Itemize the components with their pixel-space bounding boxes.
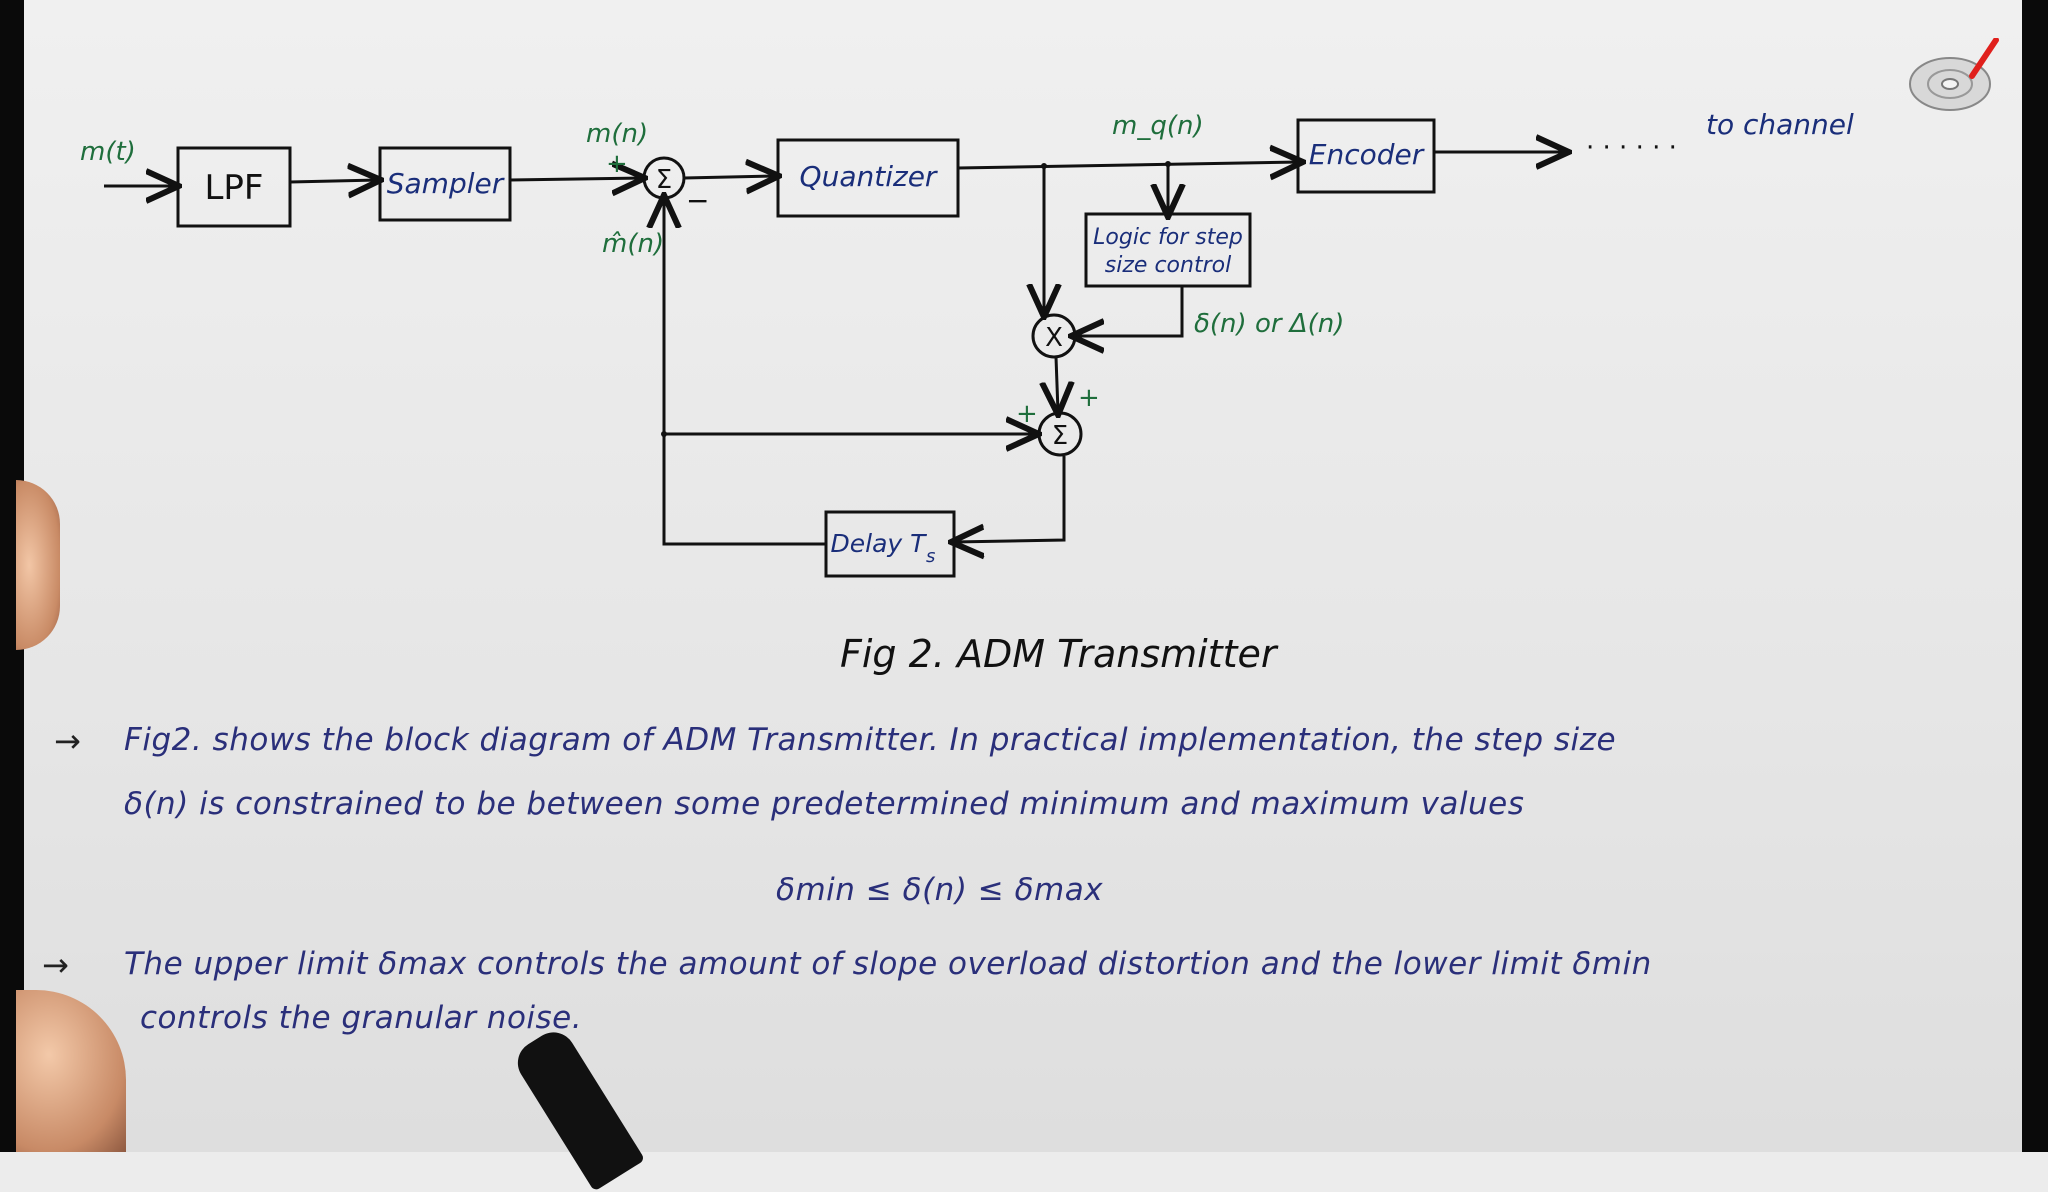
sum2-to-delay-line bbox=[954, 456, 1066, 542]
delay-label: Delay T bbox=[831, 529, 928, 558]
output-dots: · · · · · · bbox=[1586, 133, 1677, 163]
sum1-to-quantizer-line bbox=[683, 176, 776, 178]
summer-1-symbol: Σ bbox=[656, 165, 672, 195]
quantizer-block bbox=[776, 138, 960, 218]
feedback-junction-dot bbox=[661, 431, 667, 437]
note-paragraph-1-line-1: Fig2. shows the block diagram of ADM Tra… bbox=[124, 722, 1617, 758]
hand-finger bbox=[16, 480, 60, 650]
quantizer-label: Quantizer bbox=[800, 160, 938, 193]
note-paragraph-2-line-1: The upper limit δmax controls the amount… bbox=[124, 946, 1652, 982]
signal-predicted-label: m̂(n) bbox=[602, 229, 664, 259]
bullet-arrow-2: → bbox=[42, 946, 69, 984]
video-border-right bbox=[2022, 0, 2048, 1152]
sum2-plus-top-sign: + bbox=[1078, 383, 1100, 413]
sampler-to-sum1-line bbox=[509, 178, 642, 180]
bullet-arrow-1: → bbox=[54, 722, 81, 760]
lpf-label: LPF bbox=[204, 168, 263, 208]
disc-with-pen-logo-icon bbox=[1909, 38, 1999, 111]
encoder-label: Encoder bbox=[1309, 138, 1425, 171]
lpf-block bbox=[176, 146, 292, 228]
signal-quantized-label: m_q(n) bbox=[1112, 111, 1204, 141]
note-paragraph-2-line-2: controls the granular noise. bbox=[140, 1000, 583, 1036]
logic-label-line1: Logic for step bbox=[1093, 225, 1243, 250]
sum1-plus-sign: + bbox=[606, 149, 628, 179]
multiplier-symbol: X bbox=[1045, 323, 1063, 353]
logic-to-multiplier-line bbox=[1074, 286, 1184, 336]
quantizer-to-encoder-line bbox=[957, 162, 1300, 168]
multiplier-to-sum2-line bbox=[1056, 356, 1058, 412]
logic-block bbox=[1084, 212, 1252, 288]
delay-subscript: s bbox=[926, 546, 935, 567]
summer-2-symbol: Σ bbox=[1052, 421, 1068, 451]
logic-label-line2: size control bbox=[1105, 253, 1231, 278]
signal-input-label: m(t) bbox=[80, 137, 136, 167]
sampler-label: Sampler bbox=[387, 167, 505, 200]
lpf-to-sampler-line bbox=[289, 180, 378, 182]
note-paragraph-1-line-2: δ(n) is constrained to be between some p… bbox=[124, 786, 1525, 822]
to-channel-label: to channel bbox=[1706, 108, 1854, 141]
sum1-minus-sign: − bbox=[686, 184, 709, 217]
adm-block-diagram: m(t) LPF Sampler m(n) + Σ − m̂(n) Quanti… bbox=[80, 108, 1854, 578]
multiplier-circle bbox=[1031, 313, 1077, 359]
step-size-label: δ(n) or Δ(n) bbox=[1194, 309, 1344, 339]
encoder-block bbox=[1296, 118, 1436, 194]
signal-sampled-label: m(n) bbox=[586, 119, 648, 149]
sum2-plus-left-sign: + bbox=[1016, 399, 1038, 429]
delay-feedback-line bbox=[664, 198, 826, 546]
quantized-junction-dot-2 bbox=[1165, 161, 1171, 167]
sampler-block bbox=[378, 146, 512, 222]
quantized-junction-dot-1 bbox=[1041, 163, 1047, 169]
figure-caption: Fig 2. ADM Transmitter bbox=[840, 632, 1277, 676]
step-size-inequality: δmin ≤ δ(n) ≤ δmax bbox=[776, 872, 1104, 908]
